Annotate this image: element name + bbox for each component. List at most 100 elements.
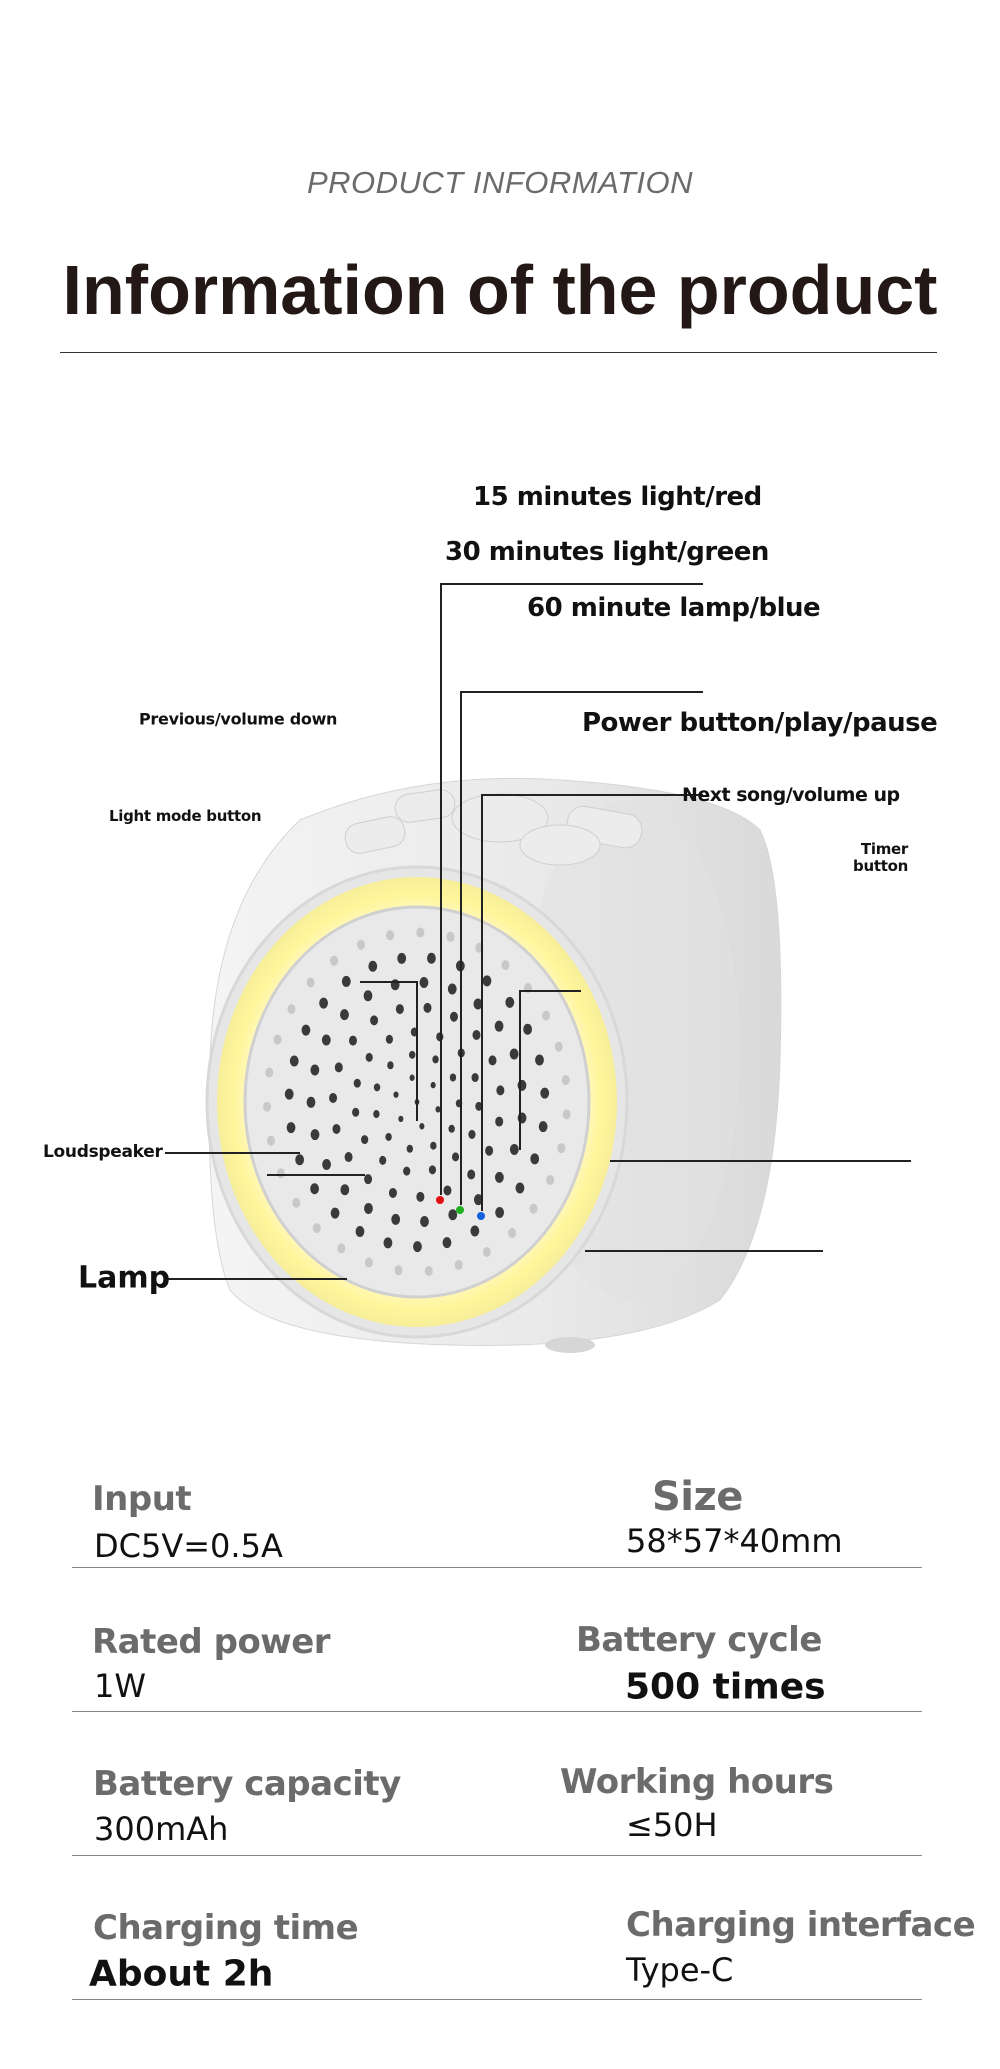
grille-hole	[416, 927, 425, 938]
spec-value-working-hours: ≤50H	[626, 1806, 718, 1844]
red-light-label: 15 minutes light/red	[473, 482, 762, 512]
spec-label-battery-capacity: Battery capacity	[93, 1764, 401, 1804]
section-subtitle: PRODUCT INFORMATION	[306, 165, 694, 200]
grille-hole	[530, 1153, 540, 1165]
grille-hole	[546, 1175, 555, 1186]
green-indicator	[456, 1206, 464, 1214]
grille-hole	[451, 1152, 460, 1162]
grille-hole	[470, 1225, 480, 1237]
grille-hole	[395, 1004, 404, 1015]
grille-hole	[471, 1073, 479, 1083]
grille-hole	[473, 998, 483, 1010]
grille-hole	[535, 1054, 544, 1066]
power-callout-leader	[519, 990, 521, 1150]
grille-hole	[322, 1158, 331, 1170]
grille-hole	[416, 1191, 425, 1202]
grille-hole	[319, 997, 328, 1009]
timer-callout-line	[585, 1250, 823, 1252]
grille-hole	[523, 1023, 533, 1035]
grille-hole	[501, 960, 510, 971]
grille-hole	[496, 1085, 505, 1096]
grille-hole	[312, 1223, 321, 1234]
grille-hole	[475, 1101, 483, 1111]
grille-hole	[409, 1074, 415, 1081]
spec-value-size: 58*57*40mm	[626, 1522, 843, 1560]
grille-hole	[430, 1081, 436, 1089]
spec-value-battery-cycle: 500 times	[625, 1666, 826, 1708]
grille-hole	[419, 976, 429, 988]
spec-label-working-hours: Working hours	[560, 1762, 834, 1802]
grille-hole	[428, 1165, 437, 1175]
grille-hole	[538, 1121, 548, 1133]
spec-label-rated-power: Rated power	[92, 1622, 331, 1662]
grille-hole	[495, 1206, 505, 1218]
grille-hole	[368, 960, 378, 972]
grille-hole	[361, 1135, 369, 1145]
grille-hole	[353, 1078, 361, 1088]
spec-value-charging-time: About 2h	[89, 1953, 274, 1995]
loudspeaker-label: Loudspeaker	[43, 1142, 163, 1162]
grille-hole	[554, 1041, 563, 1052]
blue-callout-line	[481, 794, 703, 796]
grille-hole	[436, 1032, 444, 1042]
grille-hole	[263, 1101, 272, 1112]
grille-hole	[355, 1225, 365, 1237]
grille-hole	[505, 996, 515, 1008]
grille-hole	[394, 1265, 403, 1276]
grille-hole	[365, 1052, 373, 1062]
grille-hole	[310, 1129, 320, 1141]
speaker-body	[205, 777, 782, 1353]
grille-hole	[286, 1122, 296, 1134]
grille-hole	[340, 1184, 350, 1196]
red-indicator	[436, 1196, 444, 1204]
grille-hole	[306, 977, 315, 988]
grille-hole	[508, 1228, 517, 1239]
grille-hole	[370, 1015, 379, 1026]
grille-hole	[364, 1174, 373, 1185]
grille-hole	[295, 1154, 305, 1166]
grille-hole	[364, 1202, 373, 1214]
grille-hole	[448, 1124, 455, 1133]
spec-label-charging-interface: Charging interface	[626, 1905, 976, 1945]
grille-hole	[330, 1207, 340, 1219]
grille-hole	[287, 1004, 296, 1015]
grille-hole	[388, 1187, 397, 1198]
grille-hole	[387, 1061, 394, 1070]
spec-label-battery-cycle: Battery cycle	[576, 1620, 822, 1660]
previous-volume-down-label: Previous/volume down	[139, 709, 338, 729]
grille-hole	[321, 1034, 331, 1046]
grille-hole	[482, 975, 492, 987]
grille-hole	[385, 1132, 392, 1141]
title-divider	[60, 352, 937, 353]
grille-hole	[419, 1123, 425, 1130]
grille-hole	[467, 1169, 476, 1180]
grille-hole	[420, 1215, 429, 1227]
grille-hole	[413, 1241, 422, 1253]
grille-hole	[529, 1203, 538, 1214]
grille-hole	[449, 1073, 457, 1082]
grille-hole	[403, 1166, 411, 1176]
grille-holes	[263, 927, 571, 1276]
grille-hole	[473, 1194, 483, 1206]
grille-hole	[356, 939, 365, 950]
red-callout-line	[440, 583, 703, 585]
lamp-callout-line	[168, 1278, 347, 1280]
grille-hole	[348, 1035, 357, 1046]
grille-hole	[435, 1106, 441, 1113]
spec-value-battery-capacity: 300mAh	[94, 1810, 229, 1848]
grille-hole	[373, 1110, 380, 1119]
next-volume-up-label: Next song/volume up	[682, 784, 900, 806]
green-light-label: 30 minutes light/green	[445, 537, 769, 567]
grille-hole	[423, 1002, 432, 1013]
grille-hole	[398, 1115, 404, 1123]
green-callout-leader	[460, 691, 462, 1205]
grille-hole	[273, 1034, 282, 1045]
spec-value-charging-interface: Type-C	[626, 1951, 734, 1989]
grille-hole	[443, 1185, 452, 1196]
grille-hole	[341, 975, 351, 987]
previous-callout-leader	[416, 981, 418, 1121]
blue-indicator	[477, 1212, 485, 1220]
grille-hole	[329, 1092, 338, 1103]
spec-label-charging-time: Charging time	[93, 1908, 359, 1948]
grille-hole	[364, 1257, 373, 1268]
